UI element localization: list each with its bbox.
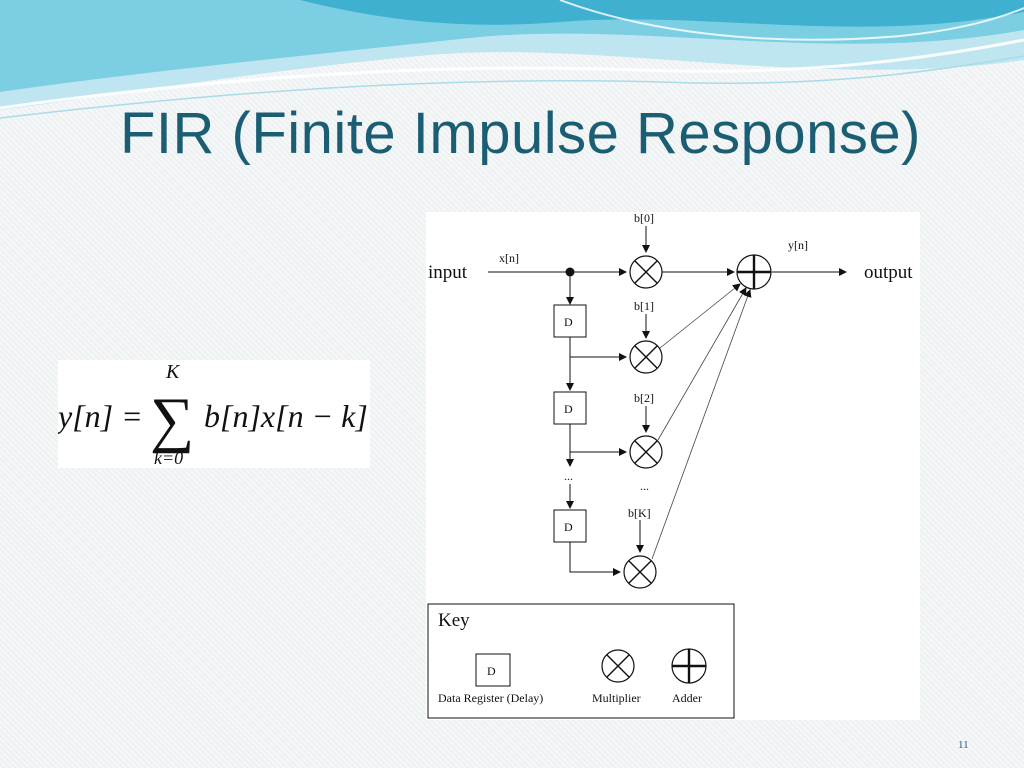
multiplier-1	[629, 340, 663, 374]
multiplier-0	[629, 255, 663, 289]
multiplier-k	[623, 555, 657, 589]
key-multiplier-symbol	[601, 649, 635, 683]
delay-register-1: D	[553, 304, 587, 338]
input-label: input	[428, 262, 468, 283]
key-adder-label: Adder	[672, 691, 702, 705]
key-delay-symbol: D	[475, 653, 511, 687]
sum-symbol: ∑	[150, 386, 194, 454]
formula-rhs: b[n]x[n − k]	[204, 398, 368, 434]
ellipsis-coef: ...	[640, 479, 649, 493]
svg-text:D: D	[564, 315, 573, 329]
coef-bk-label: b[K]	[628, 506, 651, 520]
key-legend: Key D Data Register (Delay) Multiplier	[427, 603, 735, 719]
key-multiplier-label: Multiplier	[592, 691, 641, 705]
ellipsis-delay: ...	[564, 469, 573, 483]
key-title: Key	[438, 610, 470, 631]
output-label: output	[864, 262, 913, 283]
formula-lhs: y[n] =	[58, 398, 143, 434]
adder	[736, 254, 772, 290]
svg-text:D: D	[564, 520, 573, 534]
sum-upper-limit: K	[165, 361, 181, 383]
coef-b2-label: b[2]	[634, 391, 654, 405]
slide-title: FIR (Finite Impulse Response)	[120, 101, 921, 166]
key-delay-label: Data Register (Delay)	[438, 691, 543, 705]
page-number: 11	[958, 739, 969, 751]
coef-b0-label: b[0]	[634, 212, 654, 225]
delay-register-2: D	[553, 391, 587, 425]
signal-yn-label: y[n]	[788, 238, 808, 252]
fir-block-diagram: input output x[n] y[n] b[0] b[1] b[2] b[…	[426, 212, 920, 720]
coef-b1-label: b[1]	[634, 299, 654, 313]
fir-formula: y[n] = ∑ K k=0 b[n]x[n − k]	[58, 360, 370, 468]
sum-lower-limit: k=0	[154, 448, 183, 468]
key-adder-symbol	[671, 648, 707, 684]
signal-xn-label: x[n]	[499, 251, 519, 265]
svg-text:D: D	[564, 402, 573, 416]
header-wave-decoration	[0, 0, 1024, 119]
multiplier-2	[629, 435, 663, 469]
delay-register-k: D	[553, 509, 587, 543]
svg-text:D: D	[487, 664, 496, 678]
